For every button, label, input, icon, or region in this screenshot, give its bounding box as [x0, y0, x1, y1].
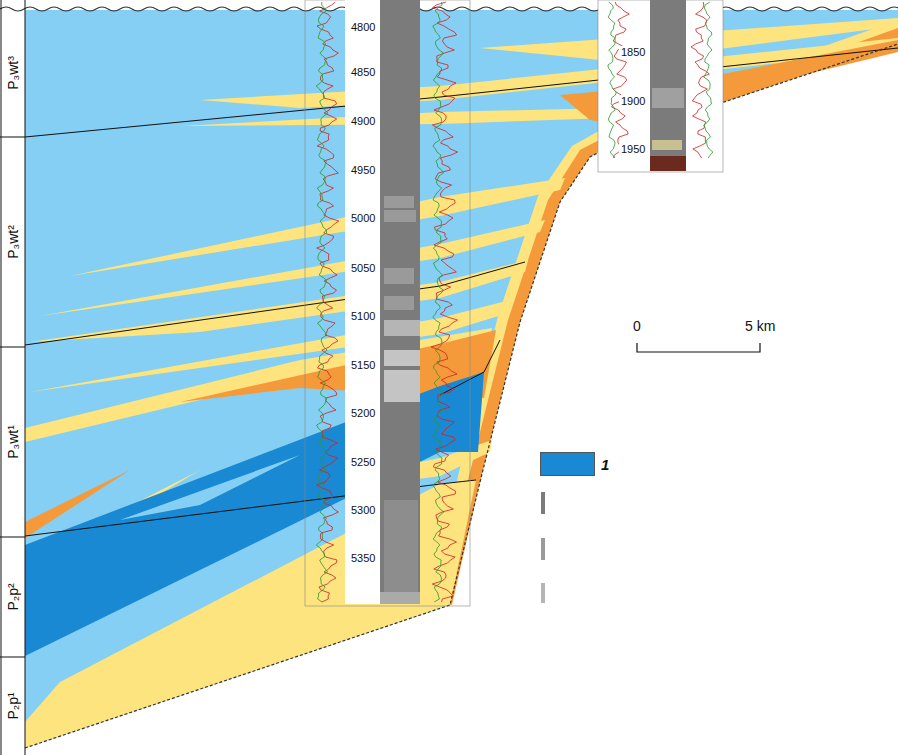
section-shape: [598, 0, 723, 172]
section-shape: [0, 657, 25, 658]
section-shape: [384, 210, 416, 222]
section-shape: [652, 88, 684, 108]
depth-label: 5050: [349, 262, 377, 275]
section-shape: [380, 0, 420, 604]
section-shape: [652, 140, 682, 150]
depth-label: 4900: [349, 115, 377, 128]
depth-label: 4800: [349, 21, 377, 34]
strat-unit-cell: P₃wt¹: [1, 347, 25, 537]
section-shape: [541, 538, 545, 560]
depth-label: 5200: [349, 407, 377, 420]
scale-label: 5 km: [743, 320, 777, 333]
section-shape: [1, 0, 2, 755]
strat-unit-label: P₃wt²: [5, 225, 21, 259]
section-shape: [25, 44, 898, 748]
depth-label: 1900: [619, 95, 647, 108]
strat-unit-label: P₂p²: [5, 583, 21, 610]
strat-unit-cell: P₂p²: [1, 537, 25, 657]
depth-label: 4850: [349, 66, 377, 79]
depth-label: 5250: [349, 456, 377, 469]
section-shape: [650, 156, 686, 171]
section-shape: [384, 350, 420, 366]
depth-label: 5000: [349, 212, 377, 225]
section-shape: [384, 500, 418, 592]
strat-unit-cell: P₃wt²: [1, 137, 25, 347]
legend-text: 1: [601, 456, 609, 473]
section-shape: [345, 0, 380, 604]
section-shape: [317, 2, 339, 602]
depth-label: 4950: [349, 164, 377, 177]
section-shape: [0, 537, 25, 538]
section-shape: [40, 220, 545, 316]
section-shape: [380, 592, 420, 604]
strat-unit-label: P₂p¹: [5, 692, 21, 719]
section-shape: [431, 2, 458, 602]
strat-unit-label: P₃wt¹: [5, 425, 21, 459]
section-shape: [650, 0, 686, 156]
scale-label: 0: [631, 320, 643, 333]
depth-label: 5150: [349, 359, 377, 372]
section-shape: [316, 2, 713, 602]
depth-label: 1850: [619, 46, 647, 59]
section-shape: [541, 492, 545, 514]
depth-label: 5350: [349, 552, 377, 565]
section-shape: [384, 196, 414, 208]
section-shape: [384, 320, 420, 336]
section-shape: [25, 10, 898, 748]
section-shape: [384, 370, 420, 402]
depth-label: 1950: [619, 143, 647, 156]
depth-label: 5100: [349, 310, 377, 323]
section-shape: [608, 2, 616, 158]
section-shape: [0, 7, 898, 11]
strat-unit-label: P₃wt³: [5, 56, 21, 90]
legend-swatch: [540, 452, 595, 476]
section-shape: [637, 343, 760, 352]
section-shape: [0, 347, 25, 348]
depth-label: 5300: [349, 504, 377, 517]
section-shape: [120, 455, 300, 520]
section-shape: [384, 296, 414, 310]
section-shape: [70, 178, 565, 276]
section-shape: [25, 0, 26, 755]
section-shape: [316, 2, 328, 602]
strat-unit-cell: P₂p¹: [1, 657, 25, 755]
section-shape: [25, 48, 898, 137]
section-shape: [704, 2, 713, 158]
section-shape: [0, 137, 25, 138]
strat-unit-cell: P₃wt³: [1, 8, 25, 137]
section-shape: [433, 2, 444, 602]
section-shape: [384, 268, 414, 284]
section-shape: [541, 583, 545, 603]
section-shape: [305, 0, 470, 606]
